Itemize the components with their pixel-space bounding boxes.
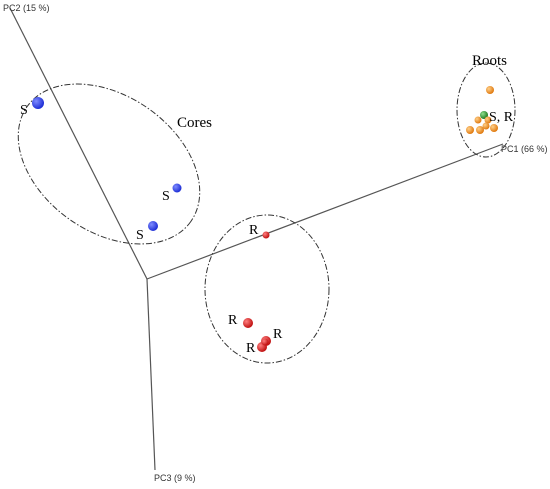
pc3-axis-line bbox=[146, 278, 156, 471]
point-roots-15 bbox=[490, 124, 498, 132]
point-label-0: S bbox=[20, 103, 28, 118]
point-label-5: R bbox=[273, 327, 283, 342]
point-label-6: R bbox=[246, 341, 256, 356]
pc3-axis-label: PC3 (9 %) bbox=[154, 473, 196, 483]
cores-group-ellipse bbox=[17, 83, 201, 245]
point-cores-1 bbox=[172, 183, 182, 193]
point-label-9: S, R bbox=[489, 110, 514, 125]
point-roots-9 bbox=[480, 111, 488, 119]
point-roots-8 bbox=[486, 86, 494, 94]
pc2-axis-label: PC2 (15 %) bbox=[3, 3, 50, 13]
pc1-axis-label: PC1 (66 %) bbox=[501, 144, 548, 154]
point-roots-11 bbox=[484, 116, 492, 124]
point-label-1: S bbox=[162, 189, 170, 204]
r-group-ellipse bbox=[204, 214, 330, 364]
cores-group-label: Cores bbox=[177, 115, 212, 131]
roots-group-label: Roots bbox=[472, 53, 507, 69]
point-cores-0 bbox=[32, 97, 44, 109]
point-label-2: S bbox=[136, 228, 144, 243]
point-r-group-4 bbox=[243, 318, 253, 328]
point-r-group-7 bbox=[261, 338, 269, 346]
point-roots-12 bbox=[482, 122, 490, 130]
point-label-3: R bbox=[249, 223, 259, 238]
point-label-4: R bbox=[228, 313, 238, 328]
point-r-group-3 bbox=[262, 231, 270, 239]
roots-group-ellipse bbox=[456, 62, 516, 158]
point-roots-10 bbox=[474, 116, 482, 124]
point-roots-13 bbox=[466, 126, 474, 134]
pc2-axis-line bbox=[9, 7, 148, 280]
data-points bbox=[32, 86, 498, 352]
point-roots-14 bbox=[476, 126, 484, 134]
pc1-axis-line bbox=[146, 143, 504, 280]
point-cores-2 bbox=[148, 221, 158, 231]
